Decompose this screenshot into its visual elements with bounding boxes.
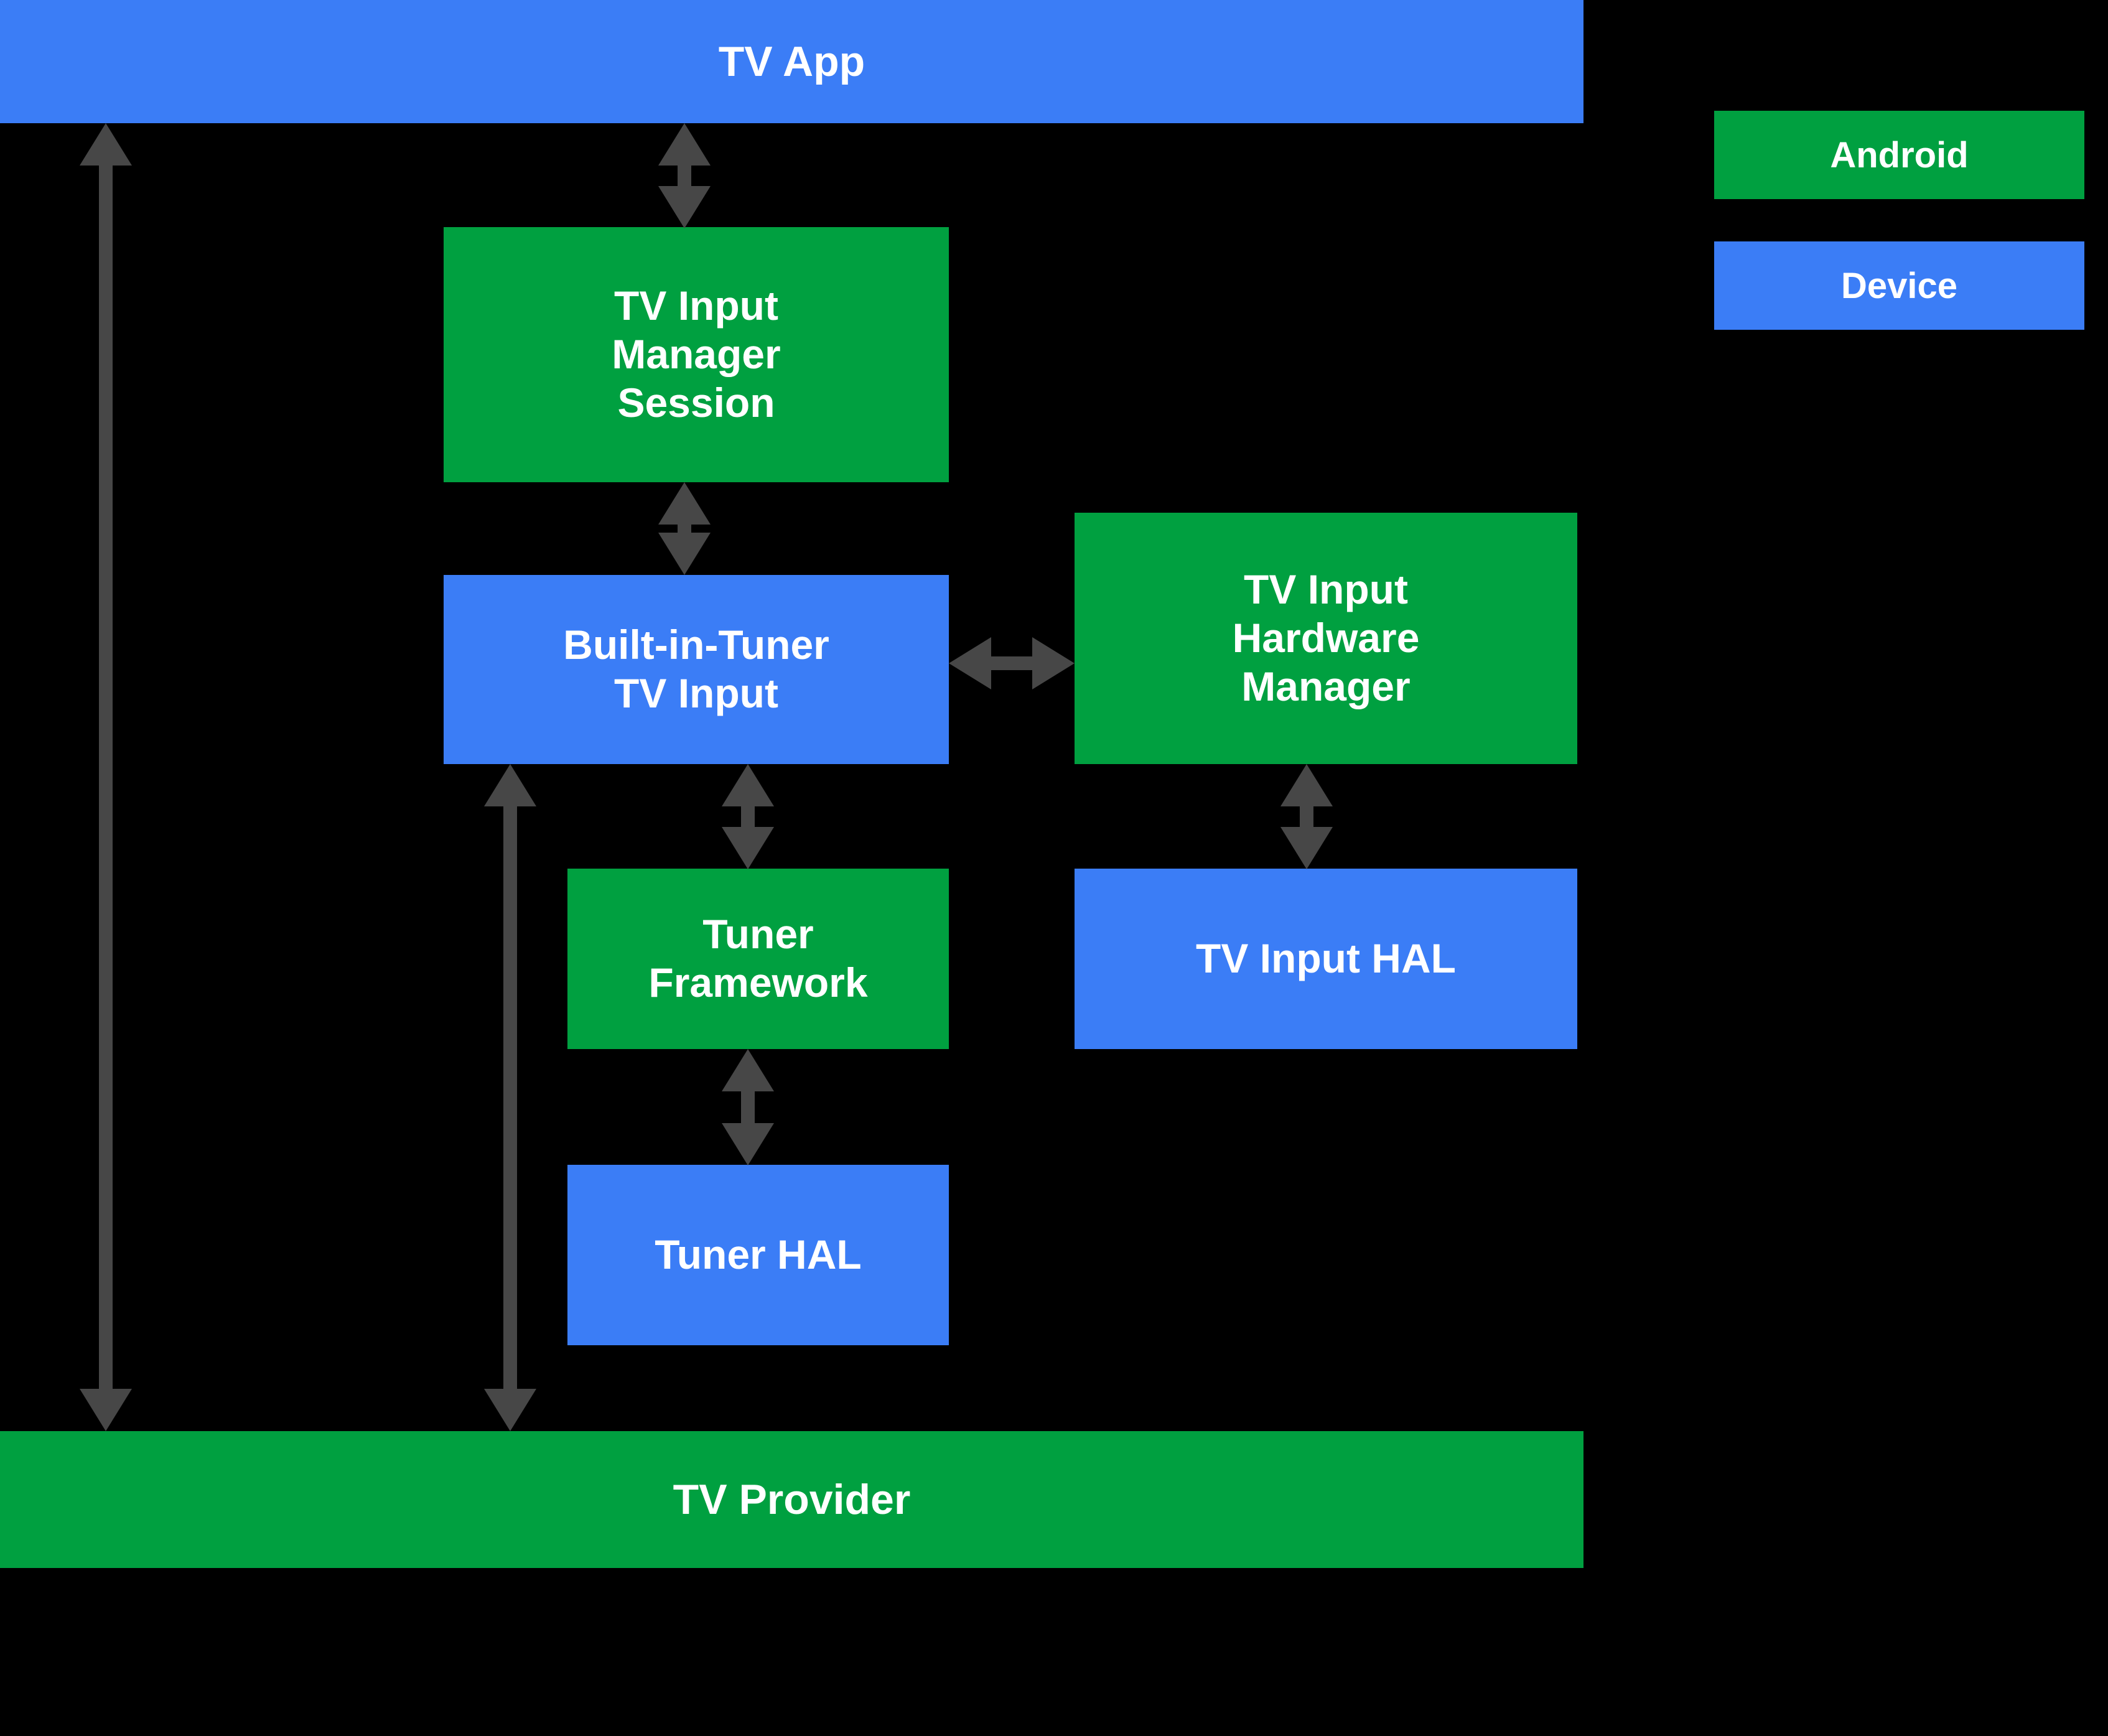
connector-shaft [741, 804, 755, 830]
arrowhead-down-icon [722, 827, 774, 869]
node-tuner-framework-label: Tuner Framework [648, 911, 868, 1006]
arrowhead-up-icon [722, 1049, 774, 1091]
connector-shaft [99, 163, 113, 1392]
node-tuner-hal-label: Tuner HAL [655, 1231, 862, 1278]
node-tv-app-label: TV App [718, 37, 865, 85]
connector-shaft [678, 163, 691, 189]
arrowhead-up-icon [484, 764, 536, 806]
node-tv-provider[interactable]: TV Provider [0, 1431, 1583, 1568]
legend-item-device-label: Device [1840, 265, 1958, 306]
connector-shaft [678, 522, 691, 536]
node-tv-input-hal-label: TV Input HAL [1196, 935, 1456, 982]
arrowhead-up-icon [80, 123, 132, 166]
node-tuner-framework[interactable]: Tuner Framework [567, 869, 949, 1049]
node-tv-input-hal[interactable]: TV Input HAL [1075, 869, 1577, 1049]
node-tv-provider-label: TV Provider [673, 1475, 911, 1523]
connector-shaft [989, 656, 1038, 670]
arrowhead-up-icon [1280, 764, 1333, 806]
node-tv-input-manager-session[interactable]: TV Input Manager Session [444, 227, 949, 482]
arrowhead-down-icon [484, 1389, 536, 1431]
legend-item-android[interactable]: Android [1714, 111, 2084, 199]
arrowhead-right-icon [1032, 637, 1075, 689]
arrowhead-down-icon [658, 533, 711, 575]
legend-item-android-label: Android [1830, 134, 1969, 175]
connector-shaft [741, 1089, 755, 1125]
connector-shaft [1300, 804, 1313, 830]
arrowhead-up-icon [658, 123, 711, 166]
arrowhead-down-icon [80, 1389, 132, 1431]
node-tuner-hal[interactable]: Tuner HAL [567, 1165, 949, 1345]
arrowhead-up-icon [658, 482, 711, 525]
arrowhead-down-icon [658, 186, 711, 228]
node-built-in-tuner-tv-input-label: Built-in-Tuner TV Input [563, 622, 829, 716]
node-built-in-tuner-tv-input[interactable]: Built-in-Tuner TV Input [444, 575, 949, 764]
legend-item-device[interactable]: Device [1714, 241, 2084, 330]
arrowhead-down-icon [722, 1123, 774, 1165]
connector-shaft [503, 804, 517, 1392]
node-tv-input-hardware-manager-label: TV Input Hardware Manager [1232, 566, 1420, 709]
node-tv-input-manager-session-label: TV Input Manager Session [612, 282, 781, 426]
node-tv-input-hardware-manager[interactable]: TV Input Hardware Manager [1075, 513, 1577, 764]
arrowhead-down-icon [1280, 827, 1333, 869]
arrowhead-up-icon [722, 764, 774, 806]
arrowhead-left-icon [949, 637, 991, 689]
node-tv-app[interactable]: TV App [0, 0, 1583, 123]
